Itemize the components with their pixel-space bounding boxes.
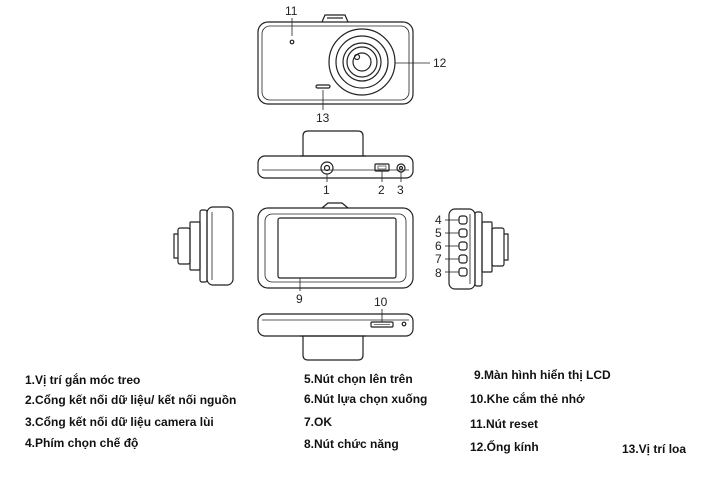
- lcd-screen: [277, 217, 397, 279]
- lens-icon: [328, 28, 396, 96]
- legend-item-4: 4.Phím chọn chế độ: [25, 436, 139, 450]
- legend-item-5: 5.Nút chọn lên trên: [304, 372, 413, 386]
- reset-hole-icon: [289, 39, 295, 45]
- legend-item-10: 10.Khe cắm thẻ nhớ: [470, 392, 585, 406]
- function-button-icon: [458, 267, 468, 277]
- callout-2: 2: [378, 183, 385, 197]
- callout-4: 4: [435, 213, 442, 227]
- legend-item-2: 2.Cổng kết nối dữ liệu/ kết nối nguồn: [25, 393, 237, 407]
- callout-12: 12: [433, 56, 447, 70]
- callout-7: 7: [435, 252, 442, 266]
- speaker-icon: [315, 84, 331, 89]
- callout-8: 8: [435, 266, 442, 280]
- callout-11: 11: [285, 4, 298, 18]
- right-side-view: [445, 208, 509, 290]
- legend-item-7: 7.OK: [304, 415, 333, 429]
- bottom-view: [257, 309, 414, 361]
- callout-9: 9: [296, 292, 303, 306]
- mode-button-icon: [458, 215, 468, 225]
- front-view: [257, 14, 430, 110]
- rear-camera-port-icon: [396, 163, 406, 173]
- callout-13: 13: [316, 111, 330, 125]
- back-view: [257, 202, 414, 291]
- top-view: [257, 130, 414, 182]
- up-button-icon: [458, 228, 468, 238]
- legend-item-13: 13.Vị trí loa: [622, 442, 687, 456]
- callout-10: 10: [374, 295, 388, 309]
- legend-item-1: 1.Vị trí gắn móc treo: [25, 373, 141, 387]
- legend-item-6: 6.Nút lựa chọn xuống: [304, 392, 428, 406]
- legend-item-8: 8.Nút chức năng: [304, 437, 399, 451]
- down-button-icon: [458, 241, 468, 251]
- callout-1: 1: [323, 183, 330, 197]
- callout-6: 6: [435, 239, 442, 253]
- legend-item-9: 9.Màn hình hiển thị LCD: [474, 368, 611, 382]
- callout-5: 5: [435, 226, 442, 240]
- mount-point-icon: [320, 161, 334, 175]
- legend-item-3: 3.Cổng kết nối dữ liệu camera lùi: [25, 415, 214, 429]
- callout-3: 3: [397, 183, 404, 197]
- side-buttons: [458, 215, 468, 277]
- legend-item-11: 11.Nút reset: [470, 417, 539, 431]
- legend-item-12: 12.Ống kính: [470, 440, 539, 454]
- left-side-view: [173, 206, 234, 286]
- ok-button-icon: [458, 254, 468, 264]
